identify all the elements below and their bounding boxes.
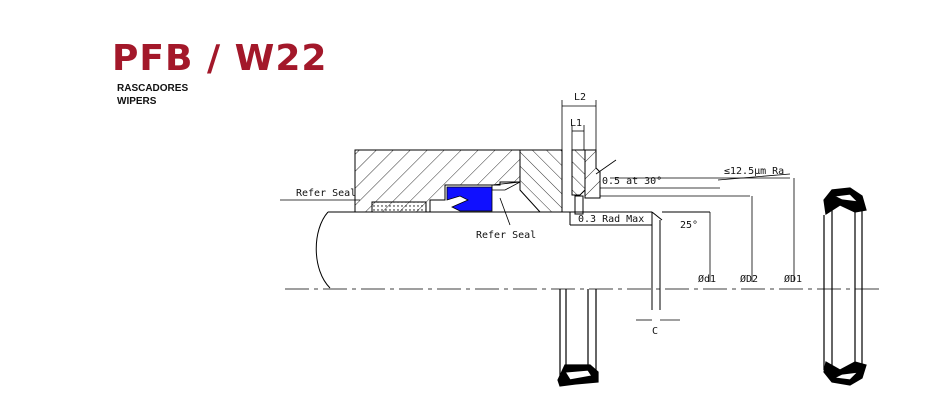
- dimension-lines: [280, 100, 795, 321]
- housing: [354, 149, 563, 213]
- seal-lip: [491, 181, 521, 191]
- chamfer-label: 0.5 at 30°: [602, 176, 662, 187]
- refer-seal-bottom-label: Refer Seal: [476, 230, 536, 241]
- blue-seal: [446, 186, 493, 212]
- subtitle-english: WIPERS: [117, 96, 157, 107]
- radius-label: 0.3 Rad Max: [578, 214, 644, 225]
- shaft: [315, 211, 571, 289]
- refer-seal-left-label: Refer Seal: [296, 188, 356, 199]
- guide-strip: [371, 201, 427, 213]
- wiper-section-bottom: [557, 289, 599, 387]
- angle-label: 25°: [680, 220, 698, 231]
- wiper-housing: [571, 149, 601, 215]
- wiper-ring-side-view: [823, 187, 867, 386]
- d1-large-label: ØD1: [784, 273, 802, 285]
- page-title: PFB / W22: [112, 38, 328, 79]
- subtitle-spanish: RASCADORES: [117, 83, 189, 94]
- l2-label: L2: [574, 92, 586, 103]
- d1-small-label: Ød1: [698, 273, 716, 285]
- rod-end: [570, 211, 710, 310]
- l1-label: L1: [570, 118, 582, 129]
- roughness-label: ≤12.5μm Ra: [724, 166, 784, 177]
- d2-label: ØD2: [740, 273, 758, 285]
- c-label: C: [652, 326, 658, 337]
